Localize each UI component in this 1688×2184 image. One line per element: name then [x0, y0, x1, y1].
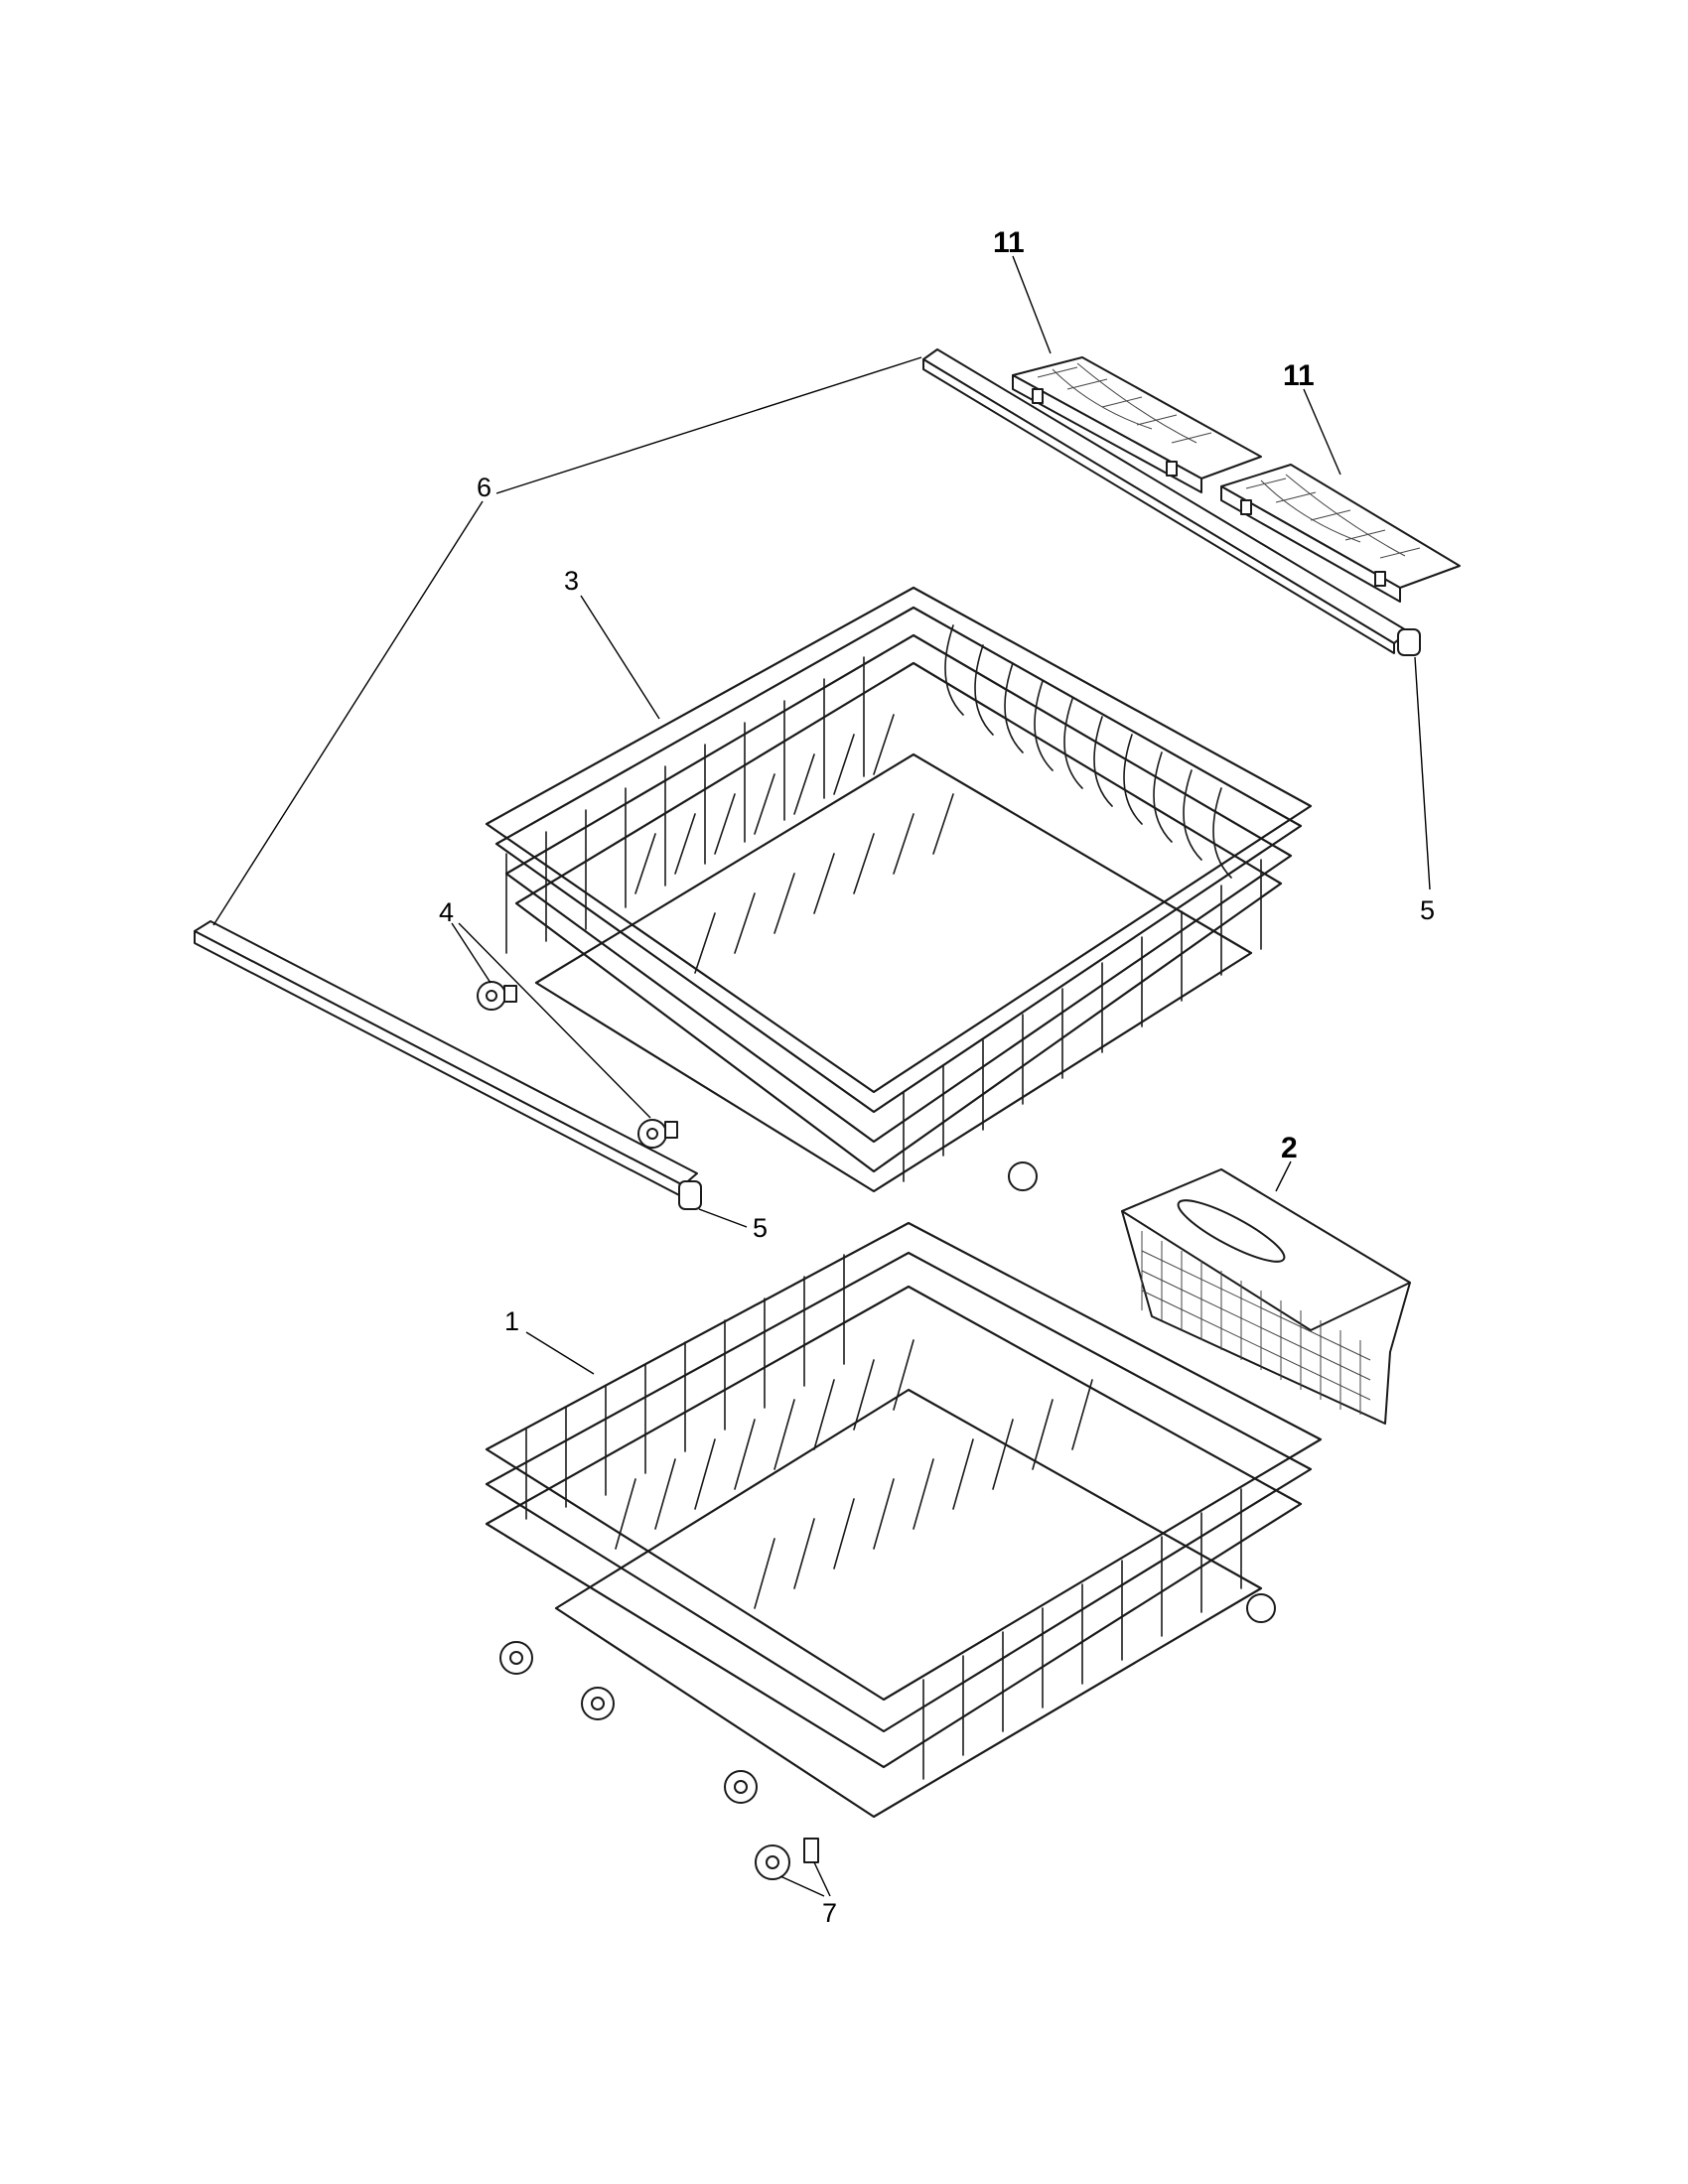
cup-shelf-lower [1220, 464, 1461, 603]
upper-rack [485, 586, 1313, 1193]
callout-labels: 11 11 6 3 5 4 5 2 1 7 [439, 226, 1435, 1928]
callout-2: 2 [1281, 1132, 1298, 1164]
callout-6: 6 [477, 473, 492, 502]
lower-rack [485, 1161, 1323, 1819]
rail-end-cap-right [1397, 628, 1421, 656]
rack-rail-left [194, 920, 698, 1198]
callout-3: 3 [564, 566, 579, 596]
callout-5-left: 5 [753, 1213, 768, 1243]
callout-7: 7 [822, 1898, 837, 1928]
leader-lines [212, 255, 1431, 1897]
callout-11-upper: 11 [993, 226, 1025, 259]
silverware-basket [1121, 1168, 1411, 1425]
upper-rack-wheel-1 [477, 981, 517, 1011]
upper-rack-wheel-2 [637, 1119, 678, 1149]
lower-rack-wheel-assembly [755, 1838, 819, 1880]
rail-end-cap-left [678, 1180, 702, 1210]
callout-4: 4 [439, 897, 454, 927]
callout-1: 1 [504, 1306, 519, 1336]
cup-shelf-upper [1012, 356, 1262, 493]
callout-11-lower: 11 [1283, 359, 1315, 392]
callout-5-right: 5 [1420, 895, 1435, 925]
